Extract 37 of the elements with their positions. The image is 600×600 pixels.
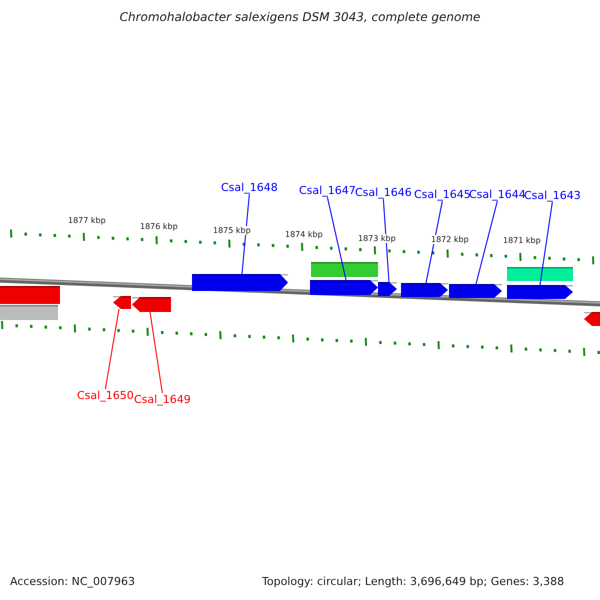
- leader-line: [104, 308, 120, 390]
- gene-block: [584, 312, 600, 326]
- gene-block: [311, 262, 378, 277]
- gene-label: Csal_1643: [524, 189, 581, 202]
- leader-line: [382, 198, 390, 282]
- scale-label: 1876 kbp: [139, 222, 179, 231]
- gene-block: [192, 274, 288, 291]
- genome-info-text: Topology: circular; Length: 3,696,649 bp; Genes: 3,388: [261, 575, 566, 588]
- gene-block: [0, 286, 60, 304]
- accession-text: Accession: NC_007963: [9, 575, 136, 588]
- gene-label: Csal_1649: [134, 393, 191, 406]
- leader-line: [476, 200, 498, 284]
- gene-label: Csal_1647: [299, 184, 356, 197]
- gene-label: Csal_1644: [469, 188, 526, 201]
- leader-line: [242, 194, 250, 274]
- gene-block: [507, 267, 573, 281]
- gene-block: [401, 283, 448, 297]
- scale-label: 1871 kbp: [502, 236, 542, 245]
- gene-block: [449, 284, 502, 298]
- gene-label: Csal_1648: [221, 181, 278, 194]
- leader-line: [326, 196, 346, 280]
- title: Chromohalobacter salexigens DSM 3043, complete genome: [120, 10, 480, 24]
- scale-label: 1877 kbp: [67, 216, 107, 225]
- leader-line: [540, 202, 553, 286]
- gene-label: Csal_1645: [414, 188, 471, 201]
- scale-label: 1874 kbp: [284, 230, 324, 239]
- gene-block: [113, 296, 131, 309]
- gene-block: [378, 282, 397, 296]
- leader-line: [426, 200, 443, 284]
- gene-label: Csal_1646: [355, 186, 412, 199]
- gene-block: [507, 285, 573, 299]
- gene-block: [0, 305, 58, 320]
- scale-label: 1875 kbp: [212, 226, 252, 235]
- scale-label: 1872 kbp: [430, 235, 470, 244]
- scale-label: 1873 kbp: [357, 234, 397, 243]
- gene-label: Csal_1650: [77, 389, 134, 402]
- leader-line: [150, 312, 163, 394]
